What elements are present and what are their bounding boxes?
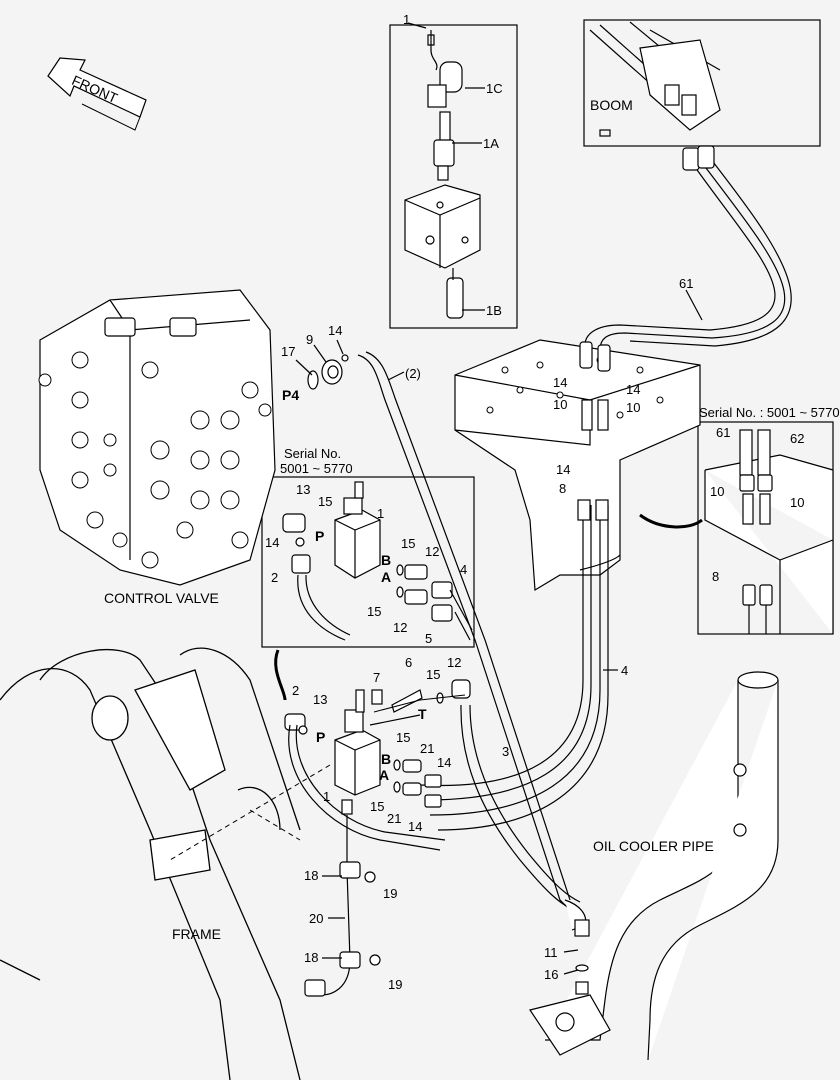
port-p-inset: P <box>315 528 325 544</box>
port-a: A <box>379 767 390 783</box>
part-number: 12 <box>425 544 440 559</box>
part-number: 15 <box>401 536 416 551</box>
part-number: 3 <box>502 744 510 759</box>
main-solenoid-valve <box>284 679 471 815</box>
part-number: 18 <box>304 868 319 883</box>
part-number: 4 <box>460 562 468 577</box>
part-number: 1A <box>483 136 499 151</box>
part-number: 12 <box>447 655 462 670</box>
part-number: 1 <box>377 506 385 521</box>
part-number: 1 <box>403 12 411 27</box>
frame-label: FRAME <box>172 926 221 942</box>
part-number: 14 <box>556 462 571 477</box>
serial-left-detail <box>282 481 453 622</box>
part-number: 8 <box>559 481 567 496</box>
front-arrow <box>47 57 147 131</box>
part-number: 1 <box>323 789 331 804</box>
port-p: P <box>316 729 326 745</box>
part-number: 13 <box>296 482 311 497</box>
part-number: 7 <box>373 670 381 685</box>
part-number: 19 <box>383 886 398 901</box>
serial-right-detail <box>704 429 834 634</box>
part-number: 10 <box>790 495 805 510</box>
part-number: 2 <box>271 570 279 585</box>
wire-harness-20 <box>304 815 381 997</box>
port-b: B <box>381 751 392 767</box>
serial-left-line2: 5001 ~ 5770 <box>280 461 353 476</box>
part-number: 1C <box>486 81 503 96</box>
part-number: 4 <box>621 663 629 678</box>
part-number: 12 <box>393 620 408 635</box>
part-number: 14 <box>626 382 641 397</box>
part-number: 13 <box>313 692 328 707</box>
port-a-inset: A <box>381 569 392 585</box>
port-t: T <box>418 706 427 722</box>
part-number: 6 <box>405 655 413 670</box>
serial-left-line1: Serial No. <box>284 446 342 461</box>
boom-label: BOOM <box>590 97 633 113</box>
part-number: 19 <box>388 977 403 992</box>
part-number: 21 <box>420 741 435 756</box>
part-number: 15 <box>426 667 441 682</box>
part-number: 15 <box>396 730 411 745</box>
hoses-4 <box>419 505 584 787</box>
part-number: 10 <box>626 400 641 415</box>
part-number: 20 <box>309 911 324 926</box>
p4-fittings <box>307 354 349 390</box>
part-number: 10 <box>553 397 568 412</box>
frame-drawing <box>0 647 301 1080</box>
hose-3 <box>460 704 576 911</box>
part-number: 17 <box>281 344 296 359</box>
part-number: 14 <box>437 755 452 770</box>
oil-cooler-pipe-label: OIL COOLER PIPE <box>593 838 714 854</box>
part-number: 15 <box>318 494 333 509</box>
part-number: 9 <box>306 332 314 347</box>
part-number: 2 <box>292 683 300 698</box>
part-number: 5 <box>425 631 433 646</box>
solenoid-assembly <box>404 30 481 319</box>
control-valve-label: CONTROL VALVE <box>104 590 219 606</box>
oil-cooler-pipe-drawing <box>529 671 779 1061</box>
mounting-bracket <box>454 339 701 592</box>
part-number: 15 <box>367 604 382 619</box>
hose-2-ref: (2) <box>405 366 421 381</box>
part-number: 10 <box>710 484 725 499</box>
part-number: 11 <box>544 945 558 960</box>
part-number: 8 <box>712 569 720 584</box>
part-number: 16 <box>544 967 559 982</box>
part-number: 61 <box>716 425 731 440</box>
part-number: 14 <box>408 819 423 834</box>
port-p4: P4 <box>282 387 300 403</box>
boom-hoses-61 <box>584 159 776 346</box>
part-number: 15 <box>370 799 385 814</box>
control-valve-drawing <box>38 289 276 586</box>
boom-detail <box>589 21 721 137</box>
hose-2 <box>357 354 576 916</box>
serial-right-label: Serial No. : 5001 ~ 5770 <box>699 405 840 420</box>
part-number: 62 <box>790 431 805 446</box>
part-number: 21 <box>387 811 402 826</box>
part-number: 14 <box>328 323 343 338</box>
part-number: 14 <box>553 375 568 390</box>
part-number: 14 <box>265 535 280 550</box>
part-number: 18 <box>304 950 319 965</box>
part-number: 1B <box>486 303 502 318</box>
port-b-inset: B <box>381 552 392 568</box>
part-number: 61 <box>679 276 694 291</box>
